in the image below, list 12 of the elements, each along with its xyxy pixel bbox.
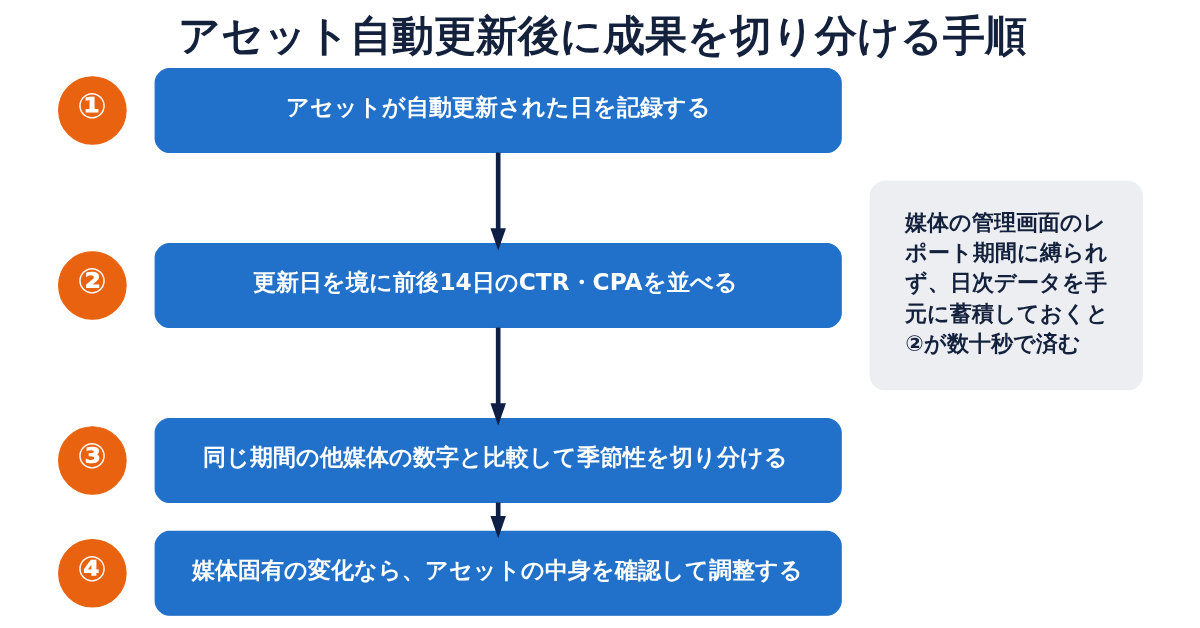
node-box: アセットが自動更新された日を記録する — [154, 68, 842, 153]
node-circle: ② — [57, 251, 127, 320]
arrow — [489, 152, 506, 251]
arrow — [489, 327, 506, 426]
node-box: 同じ期間の他媒体の数字と比較して季節性を切り分ける — [154, 418, 842, 503]
node-circle: ④ — [57, 539, 127, 608]
node-box: 更新日を境に前後14日のCTR・CPAを並べる — [154, 243, 842, 328]
node-circle: ③ — [57, 426, 127, 495]
diagram-title: アセット自動更新後に成果を切り分ける手順 — [177, 10, 1027, 60]
node-circle: ① — [57, 76, 127, 145]
arrow — [489, 502, 506, 539]
node-box: 媒体固有の変化なら、アセットの中身を確認して調整する — [154, 530, 842, 616]
